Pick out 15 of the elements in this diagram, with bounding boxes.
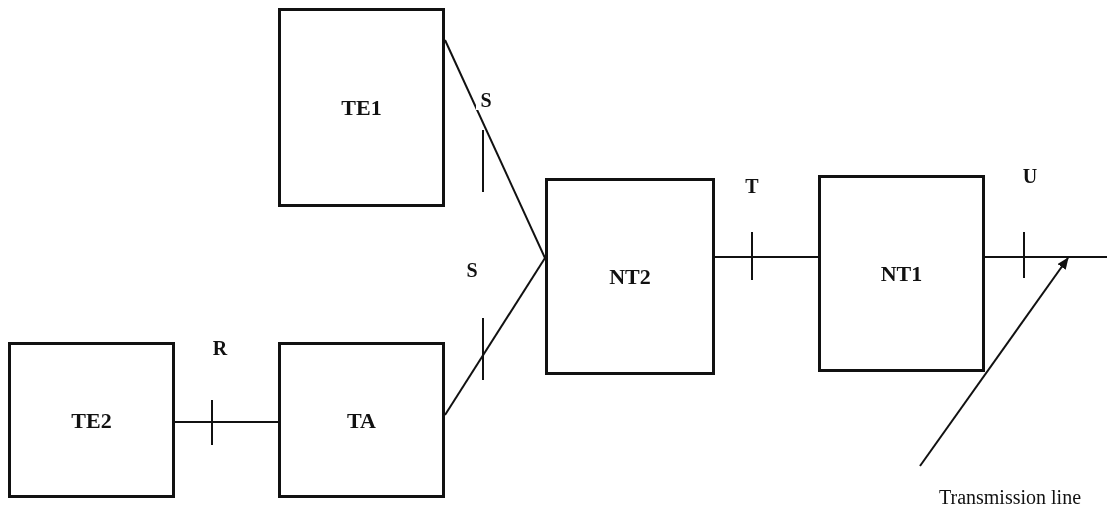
connection-line <box>984 256 1107 258</box>
block-box: NT1 <box>818 175 985 372</box>
leader-text: Transmission line <box>925 484 1095 510</box>
block-box: TA <box>278 342 445 498</box>
connection-line <box>174 421 279 423</box>
block-box: TE1 <box>278 8 445 207</box>
block-box: NT2 <box>545 178 715 375</box>
block-box: TE2 <box>8 342 175 498</box>
leader-arrow <box>919 257 1069 467</box>
connection-line <box>714 256 819 258</box>
edge-label: R <box>210 338 230 358</box>
connection-line <box>444 257 546 416</box>
connection-line <box>444 39 546 259</box>
edge-label: T <box>742 176 762 196</box>
edge-label: U <box>1020 166 1040 186</box>
